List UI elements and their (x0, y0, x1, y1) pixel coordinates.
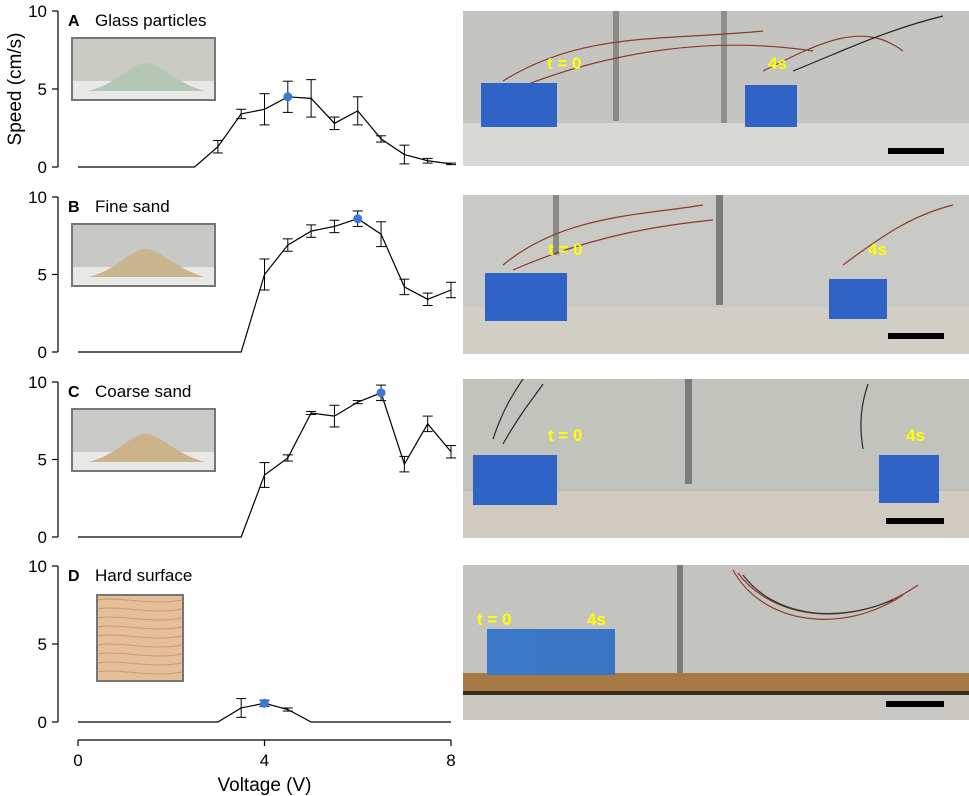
x-tick-label: 4 (260, 751, 269, 770)
panel-d-wood-grain (97, 616, 183, 621)
x-tick-label: 0 (73, 751, 82, 770)
panel-d-letter: D (68, 568, 80, 585)
panel-d-wood-grain (97, 598, 183, 603)
photo-d-start-label: t = 0 (477, 610, 512, 629)
panel-b-highlight-point (353, 214, 363, 224)
y-axis-label: Speed (cm/s) (5, 33, 26, 146)
panel-d-wood-grain (97, 643, 183, 648)
photo-b-start-label: t = 0 (548, 240, 583, 259)
panel-a-inset-pile (88, 63, 205, 91)
panel-d-wood-grain (97, 670, 183, 675)
panel-a-y-tick-label: 5 (38, 80, 47, 99)
panel-a-title: Glass particles (95, 11, 206, 30)
photo-d-end-label: 4s (587, 610, 606, 629)
panel-c-title: Coarse sand (95, 382, 191, 401)
panel-d-wood-grain (97, 607, 183, 612)
panel-b-y-tick-label: 10 (28, 188, 47, 207)
panel-c-y-tick-label: 5 (38, 451, 47, 470)
x-tick-label: 8 (446, 751, 455, 770)
panel-b-y-tick-label: 5 (38, 266, 47, 285)
photo-b-end-label: 4s (868, 240, 887, 259)
panel-a-y-tick-label: 10 (28, 2, 47, 21)
panel-d-y-tick-label: 5 (38, 635, 47, 654)
panel-b-inset-pile (88, 249, 205, 277)
panel-c-y-tick-label: 0 (38, 528, 47, 547)
panel-d-y-tick-label: 0 (38, 713, 47, 732)
panel-b-title: Fine sand (95, 197, 170, 216)
photo-a-end-label: 4s (768, 54, 787, 73)
panel-c-highlight-point (376, 388, 386, 398)
panel-b-y-tick-label: 0 (38, 343, 47, 362)
panel-d-highlight-point (260, 698, 269, 708)
panel-a-letter: A (68, 13, 80, 30)
photo-c-end-label: 4s (906, 426, 925, 445)
photo-a-start-label: t = 0 (547, 54, 582, 73)
photo-c-start-label: t = 0 (548, 426, 583, 445)
panel-d-title: Hard surface (95, 566, 192, 585)
panel-c-letter: C (68, 384, 80, 401)
panel-d-y-tick-label: 10 (28, 557, 47, 576)
photo-coarse-sand: t = 0 4s (463, 379, 969, 538)
panel-d-wood-grain (97, 625, 183, 630)
photo-fine-sand: t = 0 4s (463, 195, 969, 354)
panel-d-wood-grain (97, 661, 183, 666)
panel-c-y-tick-label: 10 (28, 373, 47, 392)
panel-c-inset-pile (88, 434, 205, 462)
panel-a-highlight-point (283, 92, 293, 102)
panel-a-y-tick-label: 0 (38, 158, 47, 177)
x-axis-label: Voltage (V) (218, 775, 312, 796)
panel-d-wood-grain (97, 652, 183, 657)
panel-d-wood-grain (97, 634, 183, 639)
panel-b-letter: B (68, 199, 80, 216)
photo-glass-particles: t = 0 4s (463, 11, 969, 166)
photo-hard-surface: t = 0 4s (463, 565, 969, 720)
